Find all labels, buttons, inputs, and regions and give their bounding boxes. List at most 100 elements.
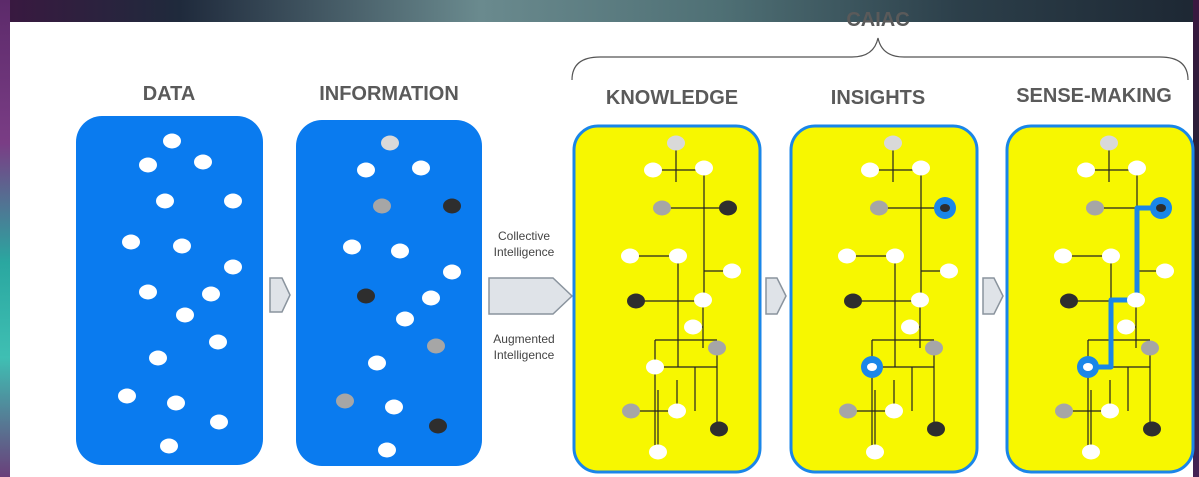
graph-node [723,263,741,279]
data-dot [202,286,220,302]
data-panel [76,116,263,465]
graph-node [646,359,664,375]
graph-node [861,162,879,178]
sense-making-panel [1005,124,1195,474]
panel-title-knowledge: KNOWLEDGE [606,87,738,109]
graph-node [1102,248,1120,264]
highlighted-node [867,363,877,371]
data-dot [163,133,181,149]
data-dot [139,284,157,300]
knowledge-panel [572,124,762,474]
insights-panel-background [789,124,979,474]
info-dot [427,338,445,354]
highlighted-path [1088,205,1161,370]
graph-node [1086,200,1104,216]
data-dot [224,259,242,275]
graph-node [1127,292,1145,308]
sense-making-panel-background [1005,124,1195,474]
graph-node [925,340,943,356]
graph-node [1077,162,1095,178]
graph-node [668,403,686,419]
graph-panels [572,124,1195,474]
graph-node [870,200,888,216]
graph-node [1100,135,1118,151]
data-dot [122,234,140,250]
graph-node [901,319,919,335]
info-dot [429,418,447,434]
collective-label-line1: Collective [498,229,550,243]
highlighted-node [940,204,950,212]
data-dot [224,193,242,209]
data-dot [167,395,185,411]
panel-title-sense-making: SENSE-MAKING [1016,85,1172,107]
info-dot [378,442,396,458]
data-dot [118,388,136,404]
background-left-strip [0,0,10,477]
graph-node [1141,340,1159,356]
graph-node [1082,444,1100,460]
graph-node [1117,319,1135,335]
graph-node [839,403,857,419]
graph-node [694,292,712,308]
graph-node [644,162,662,178]
info-dot [443,198,461,214]
info-dot [357,288,375,304]
augmented-label-line2: Intelligence [494,348,555,362]
panel-title-information: INFORMATION [319,83,459,105]
info-dot [336,393,354,409]
data-dot [176,307,194,323]
graph-node [667,135,685,151]
graph-node [1101,403,1119,419]
info-dot [412,160,430,176]
highlighted-node [1156,204,1166,212]
background-right-strip [1193,0,1199,477]
graph-node [627,293,645,309]
data-dot [194,154,212,170]
data-dot [210,414,228,430]
caiac-bracket [571,37,1189,81]
data-panel-background [76,116,263,465]
info-dot [422,290,440,306]
graph-node [653,200,671,216]
graph-node [1055,403,1073,419]
data-dot [139,157,157,173]
info-dot [368,355,386,371]
graph-node [1128,160,1146,176]
graph-node [885,403,903,419]
information-panel [296,120,482,466]
panel-title-insights: INSIGHTS [831,87,925,109]
data-dot [149,350,167,366]
data-dot [156,193,174,209]
graph-node [884,135,902,151]
info-dot [396,311,414,327]
step-arrow [982,277,1004,315]
graph-node [912,160,930,176]
background-image-strip [0,0,1199,22]
graph-node [1054,248,1072,264]
graph-node [669,248,687,264]
graph-node [649,444,667,460]
graph-node [684,319,702,335]
highlighted-node [1083,363,1093,371]
graph-node [1060,293,1078,309]
data-dot [173,238,191,254]
graph-node [708,340,726,356]
data-dot [160,438,178,454]
data-dot [209,334,227,350]
step-arrow [269,277,291,313]
graph-node [911,292,929,308]
info-dot [373,198,391,214]
graph-node [927,421,945,437]
graph-node [621,248,639,264]
info-dot [443,264,461,280]
step-arrow [765,277,787,315]
caiac-label: CAIAC [846,9,909,31]
graph-node [622,403,640,419]
graph-node [1143,421,1161,437]
info-dot [343,239,361,255]
graph-node [940,263,958,279]
graph-node [886,248,904,264]
knowledge-panel-background [572,124,762,474]
transition-arrow [488,277,574,315]
